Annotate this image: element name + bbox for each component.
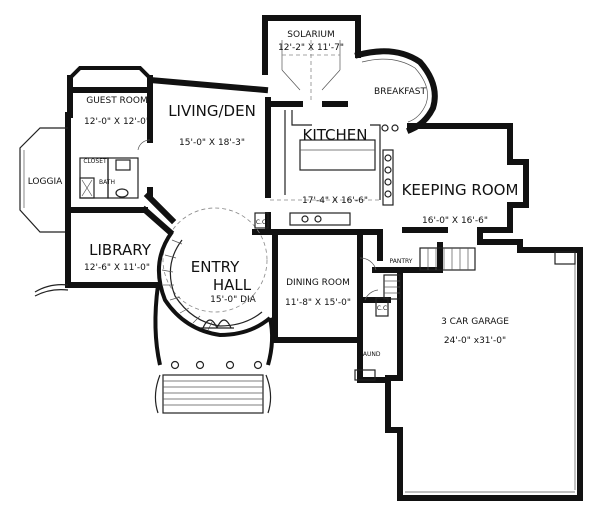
dining-room-label: DINING ROOM (286, 278, 350, 288)
guest-room-dim: 12'-0" X 12'-0" (84, 117, 150, 127)
solarium-dim: 12'-2" X 11'-7" (278, 43, 344, 53)
solarium-details (281, 40, 341, 100)
garage-label: 3 CAR GARAGE (441, 317, 509, 327)
dining-room-dim: 11'-8" X 15'-0" (285, 298, 351, 308)
closet-label: CLOSET (83, 158, 107, 165)
keeping-room-label: KEEPING ROOM (402, 181, 519, 199)
entry-hall (153, 207, 275, 414)
hall-label: HALL (213, 276, 252, 294)
keeping-room-dim: 16'-0" X 16'-6" (422, 216, 488, 226)
pantry-label: PANTRY (390, 258, 413, 265)
walls (19, 15, 583, 501)
garage-dim: 24'-0" x31'-0" (444, 336, 506, 346)
kitchen-label: KITCHEN (303, 126, 368, 144)
room-labels: SOLARIUM 12'-2" X 11'-7" BREAKFAST GUEST… (28, 30, 519, 358)
entry-label: ENTRY (191, 258, 240, 276)
living-den-label: LIVING/DEN (168, 102, 256, 120)
loggia-label: LOGGIA (28, 177, 63, 187)
laund-label: LAUND (359, 351, 380, 358)
library-dim: 12'-6" X 11'-0" (84, 263, 150, 273)
kitchen-dim: 17'-4" X 16'-6" (302, 196, 368, 206)
guest-room-label: GUEST ROOM (86, 96, 148, 106)
cc-label-1: C.C (256, 219, 266, 226)
library-label: LIBRARY (89, 241, 152, 259)
service-areas (254, 212, 576, 381)
bath-label: BATH (99, 179, 115, 186)
bath-closet (79, 139, 151, 199)
cc-label-2: C.C (377, 305, 387, 312)
entry-hall-dim: 15'-0" DIA (210, 295, 256, 305)
breakfast-label: BREAKFAST (374, 87, 426, 97)
kitchen-details (270, 110, 399, 226)
living-den-dim: 15'-0" X 18'-3" (179, 138, 245, 148)
solarium-label: SOLARIUM (287, 30, 334, 40)
